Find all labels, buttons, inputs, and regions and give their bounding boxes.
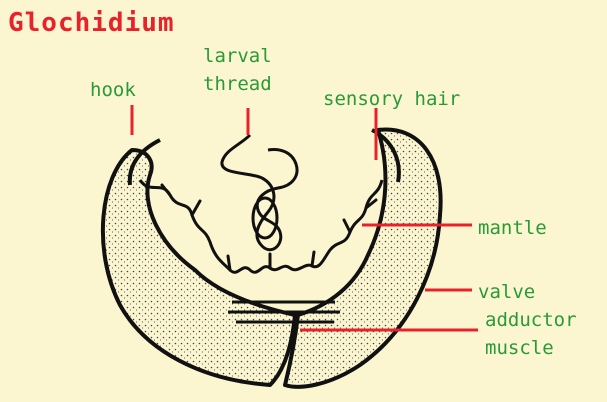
label-adductor-line1: adductor (485, 308, 577, 332)
larval-thread (222, 135, 297, 250)
right-valve (285, 130, 441, 387)
label-valve: valve (478, 280, 535, 304)
label-adductor-line2: muscle (485, 336, 554, 360)
label-sensory-hair: sensory hair (323, 87, 460, 111)
label-larval-thread-line1: larval (203, 44, 272, 68)
label-mantle: mantle (478, 216, 547, 240)
label-hook: hook (90, 78, 136, 102)
diagram-title: Glochidium (8, 8, 175, 38)
label-larval-thread-line2: thread (203, 72, 272, 96)
